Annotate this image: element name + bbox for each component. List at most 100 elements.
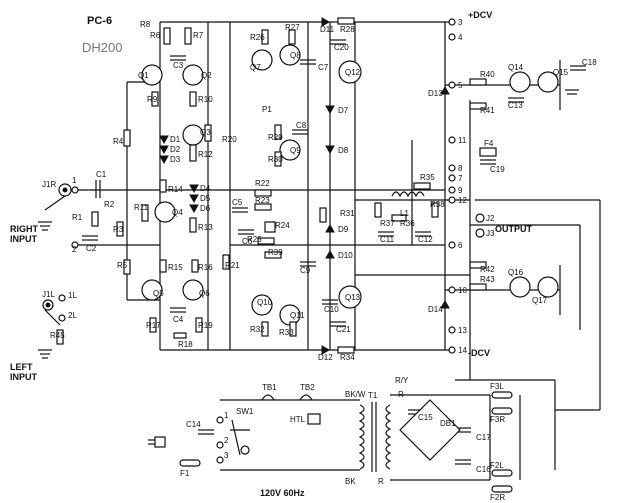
capacitor-label: C2 <box>86 244 97 253</box>
transistor-label: Q10 <box>257 298 273 307</box>
diode-label: D6 <box>200 204 211 213</box>
pot-label: P1 <box>262 105 272 114</box>
resistor-label: R10 <box>198 95 213 104</box>
resistor-label: R32 <box>250 325 265 334</box>
transistor-label: Q8 <box>290 51 301 60</box>
resistor-label: R30 <box>268 155 283 164</box>
input-jacks <box>38 89 579 359</box>
capacitor-label: C4 <box>173 315 184 324</box>
resistor-label: R36 <box>400 219 415 228</box>
capacitor-label: C1 <box>96 170 107 179</box>
terminal-label: 14 <box>458 346 467 355</box>
terminal-label: 13 <box>458 326 467 335</box>
left-input-label-1: LEFT <box>10 362 33 372</box>
resistor-label: R24 <box>275 221 290 230</box>
diode-label: D3 <box>170 155 181 164</box>
resistor-label: R42 <box>480 265 495 274</box>
resistor-label: R41 <box>480 106 495 115</box>
transistor-label: Q7 <box>250 63 261 72</box>
pos-rail-label: +DCV <box>468 10 492 20</box>
resistor-label: R7 <box>193 31 204 40</box>
capacitor-label: C7 <box>318 63 329 72</box>
resistor-label: R12 <box>198 150 213 159</box>
resistor-label: R9 <box>147 95 158 104</box>
wire-r-label-top: R <box>398 390 404 399</box>
resistor-label: R3 <box>113 225 124 234</box>
capacitor-label: C18 <box>582 58 597 67</box>
fuse-label: F3L <box>490 382 504 391</box>
transistor-label: Q14 <box>508 63 524 72</box>
diode-label: D11 <box>320 25 335 34</box>
transistor-label: Q1 <box>138 71 149 80</box>
resistor-label: R37 <box>380 219 395 228</box>
transistor-label: Q2 <box>201 71 212 80</box>
resistor-label: R45 <box>50 331 65 340</box>
terminal-label: 8 <box>458 164 463 173</box>
resistor-label: R13 <box>198 223 213 232</box>
resistor-label: R26 <box>250 33 265 42</box>
switch-position-label: 1 <box>224 411 229 420</box>
terminal-label: 2 <box>72 245 77 254</box>
capacitor-label: C11 <box>380 235 395 244</box>
fuse-label: F2L <box>490 461 504 470</box>
diode-label: D1 <box>170 135 181 144</box>
wire-bk-label: BK <box>345 477 356 486</box>
fuse-panel-label: F4 <box>484 139 494 148</box>
terminal-label: 5 <box>458 81 463 90</box>
resistor-label: R25 <box>247 235 262 244</box>
switch-position-label: 3 <box>224 451 229 460</box>
transistor-label: Q3 <box>200 128 211 137</box>
capacitor-label: C6 <box>242 237 253 246</box>
transformer-label: T1 <box>368 391 378 400</box>
transistor-label: Q17 <box>532 296 548 305</box>
resistor-label: R18 <box>178 340 193 349</box>
resistor-label: R27 <box>285 23 300 32</box>
transistor-label: Q16 <box>508 268 524 277</box>
wire-bkw-label: BK/W <box>345 390 366 399</box>
terminal-label: 2L <box>68 311 77 320</box>
capacitor-label: C9 <box>300 266 311 275</box>
resistor-label: R2 <box>104 200 115 209</box>
terminal-label: 9 <box>458 186 463 195</box>
thermal-label: HTL <box>290 415 306 424</box>
resistor-label: R39 <box>268 248 283 257</box>
resistor-label: R14 <box>168 185 183 194</box>
resistor-label: R1 <box>72 213 83 222</box>
resistor-label: R8 <box>140 20 151 29</box>
jack-j1r-label: J1R <box>42 180 56 189</box>
transistor-label: Q4 <box>172 208 183 217</box>
transistor-symbols <box>141 44 559 326</box>
resistor-label: R43 <box>480 275 495 284</box>
capacitor-label: C21 <box>336 325 351 334</box>
jack-j2-label: J2 <box>486 214 495 223</box>
wire-ry-label: R/Y <box>395 376 409 385</box>
transistor-label: Q13 <box>345 293 361 302</box>
resistor-label: R22 <box>255 179 270 188</box>
capacitor-symbols <box>82 39 586 465</box>
terminal-label: 10 <box>458 286 467 295</box>
transistor-label: Q6 <box>199 289 210 298</box>
inductor-symbol <box>391 191 425 198</box>
resistor-label: R34 <box>340 353 355 362</box>
capacitor-label: C12 <box>418 235 433 244</box>
fuse-symbols <box>179 147 513 493</box>
output-label: OUTPUT <box>495 224 533 234</box>
breaker-label: TB1 <box>262 383 277 392</box>
transistor-label: Q15 <box>553 68 569 77</box>
left-input-label-2: INPUT <box>10 372 38 382</box>
resistor-label: R6 <box>150 31 161 40</box>
diode-label: D13 <box>428 89 443 98</box>
diode-label: D2 <box>170 145 181 154</box>
switch-symbol <box>148 416 250 464</box>
resistor-label: R11 <box>134 203 149 212</box>
resistor-label: R15 <box>168 263 183 272</box>
capacitor-label: C5 <box>232 198 243 207</box>
schematic-subtitle: DH200 <box>82 40 122 55</box>
resistor-label: R21 <box>225 261 240 270</box>
resistor-label: R16 <box>198 263 213 272</box>
resistor-label: R28 <box>340 25 355 34</box>
resistor-label: R35 <box>420 173 435 182</box>
diode-label: D4 <box>200 184 211 193</box>
capacitor-label: C15 <box>418 413 433 422</box>
